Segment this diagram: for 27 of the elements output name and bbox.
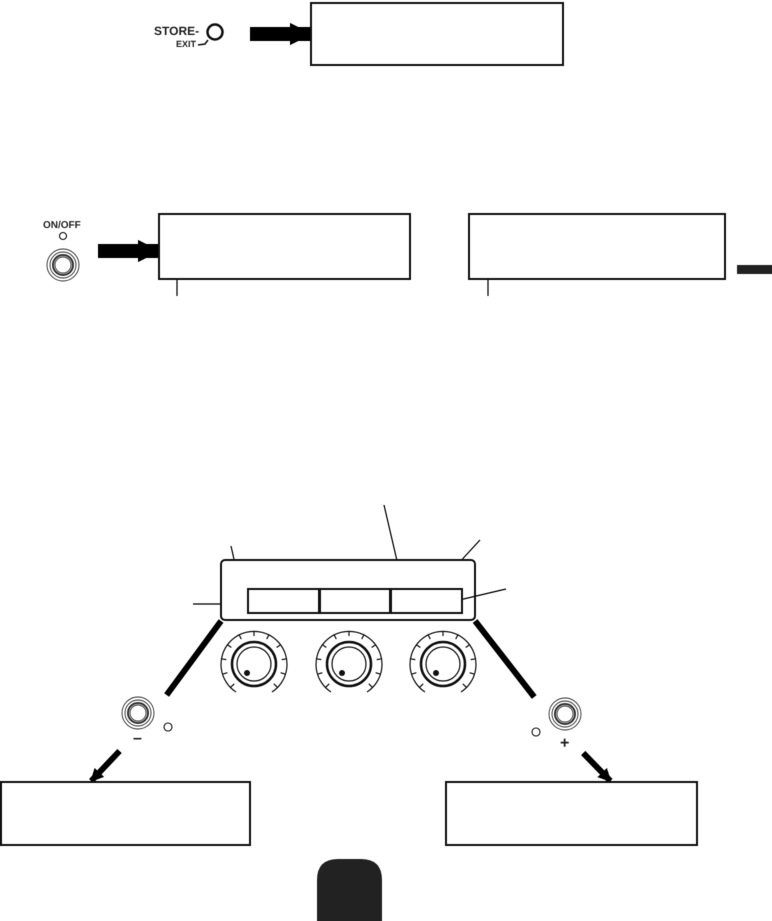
leader-line <box>462 540 480 560</box>
arrow <box>250 22 312 46</box>
button-label: – <box>133 731 142 747</box>
display-segment <box>319 588 391 614</box>
leader-line <box>230 546 235 560</box>
leader-line <box>487 280 489 296</box>
leader-line <box>176 280 178 296</box>
arrow <box>98 240 160 262</box>
connector-line <box>472 619 537 699</box>
display-segment <box>390 588 463 614</box>
display-screen <box>445 781 698 846</box>
arrow <box>581 750 613 784</box>
lcd-display <box>220 559 476 621</box>
display-screen <box>158 213 411 280</box>
display-screen <box>468 213 726 280</box>
button-label: STORE- <box>154 25 200 37</box>
display-screen <box>310 2 564 66</box>
leader-line <box>193 603 220 605</box>
display-segment <box>247 588 320 614</box>
button-label: ON/OFF <box>43 221 81 231</box>
button-label: EXIT <box>176 40 196 49</box>
arrow <box>89 748 122 784</box>
display-screen <box>0 781 251 846</box>
connector-line <box>164 619 224 697</box>
button-label: + <box>560 736 570 752</box>
leader-line <box>462 588 506 600</box>
leader-line <box>383 504 398 560</box>
